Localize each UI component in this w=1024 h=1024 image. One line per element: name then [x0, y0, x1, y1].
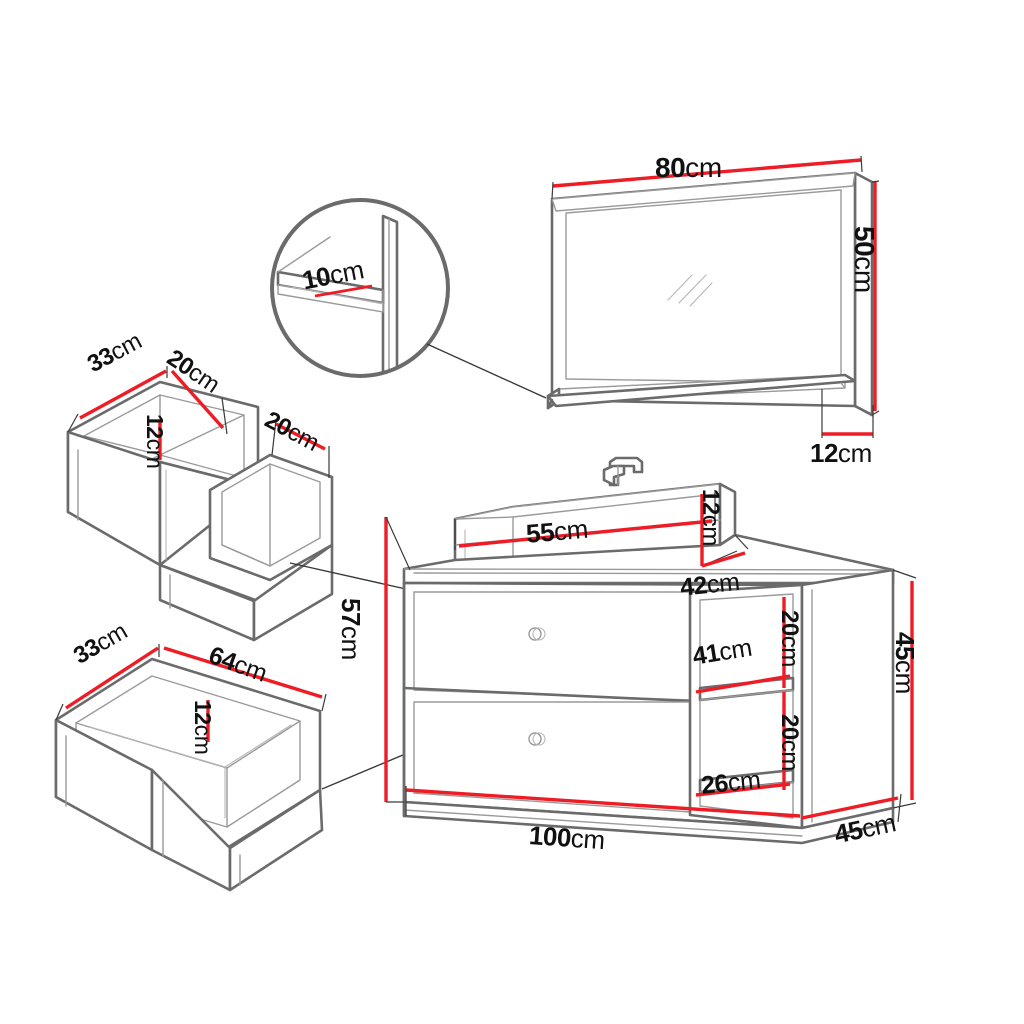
dimension-shelf-lower-width — [695, 782, 791, 797]
label-small-drawer-height: 12cm — [142, 414, 168, 469]
label-shelf-upper-height: 20cm — [776, 610, 803, 668]
vanity-illustration — [402, 456, 895, 845]
label-cabinet-height: 45cm — [890, 632, 920, 694]
dimension-large-drawer-depth — [55, 644, 160, 721]
label-shelf-lower-height: 20cm — [776, 714, 803, 772]
dimension-small-drawer-left-width — [170, 369, 228, 435]
dimension-vanity-width — [405, 786, 801, 818]
small-drawer-illustration — [66, 380, 334, 642]
detail-callout-content — [276, 214, 399, 376]
label-vanity-total-height: 57cm — [336, 598, 366, 660]
label-mirror-width: 80cm — [655, 152, 722, 183]
label-basin-depth: 42cm — [678, 567, 741, 602]
drawer-knob-lower — [528, 732, 546, 746]
dimension-mirror-shelf — [314, 284, 373, 298]
dimension-small-drawer-depth — [67, 366, 168, 433]
dimension-mirror-width — [551, 155, 863, 200]
mirror-illustration — [546, 171, 874, 417]
dimension-basin-depth — [701, 534, 749, 568]
label-mirror-height: 50cm — [849, 226, 880, 293]
dimension-large-drawer-width — [163, 646, 327, 712]
label-large-drawer-height: 12cm — [190, 700, 216, 755]
dimension-cabinet-height — [892, 569, 917, 809]
dimension-shelf-width — [695, 674, 791, 694]
faucet-icon — [602, 456, 644, 487]
drawer-knob-upper — [528, 627, 546, 641]
detail-leader-line — [426, 343, 547, 399]
label-basin-width: 55cm — [524, 513, 590, 549]
label-basin-height: 12cm — [697, 489, 724, 547]
dimension-vanity-depth — [801, 793, 902, 823]
label-shelf-lower-width: 26cm — [699, 765, 762, 800]
large-drawer-illustration — [54, 657, 324, 892]
dimension-mirror-depth — [821, 389, 874, 438]
dimension-basin-width — [454, 490, 716, 550]
label-mirror-depth: 12cm — [810, 438, 872, 468]
detail-callout-circle — [270, 198, 547, 399]
dimension-vanity-total-height — [384, 516, 411, 803]
mirror-reflection-streaks — [667, 274, 713, 307]
label-vanity-width: 100cm — [528, 820, 606, 856]
dimension-small-drawer-right-width — [271, 419, 330, 478]
